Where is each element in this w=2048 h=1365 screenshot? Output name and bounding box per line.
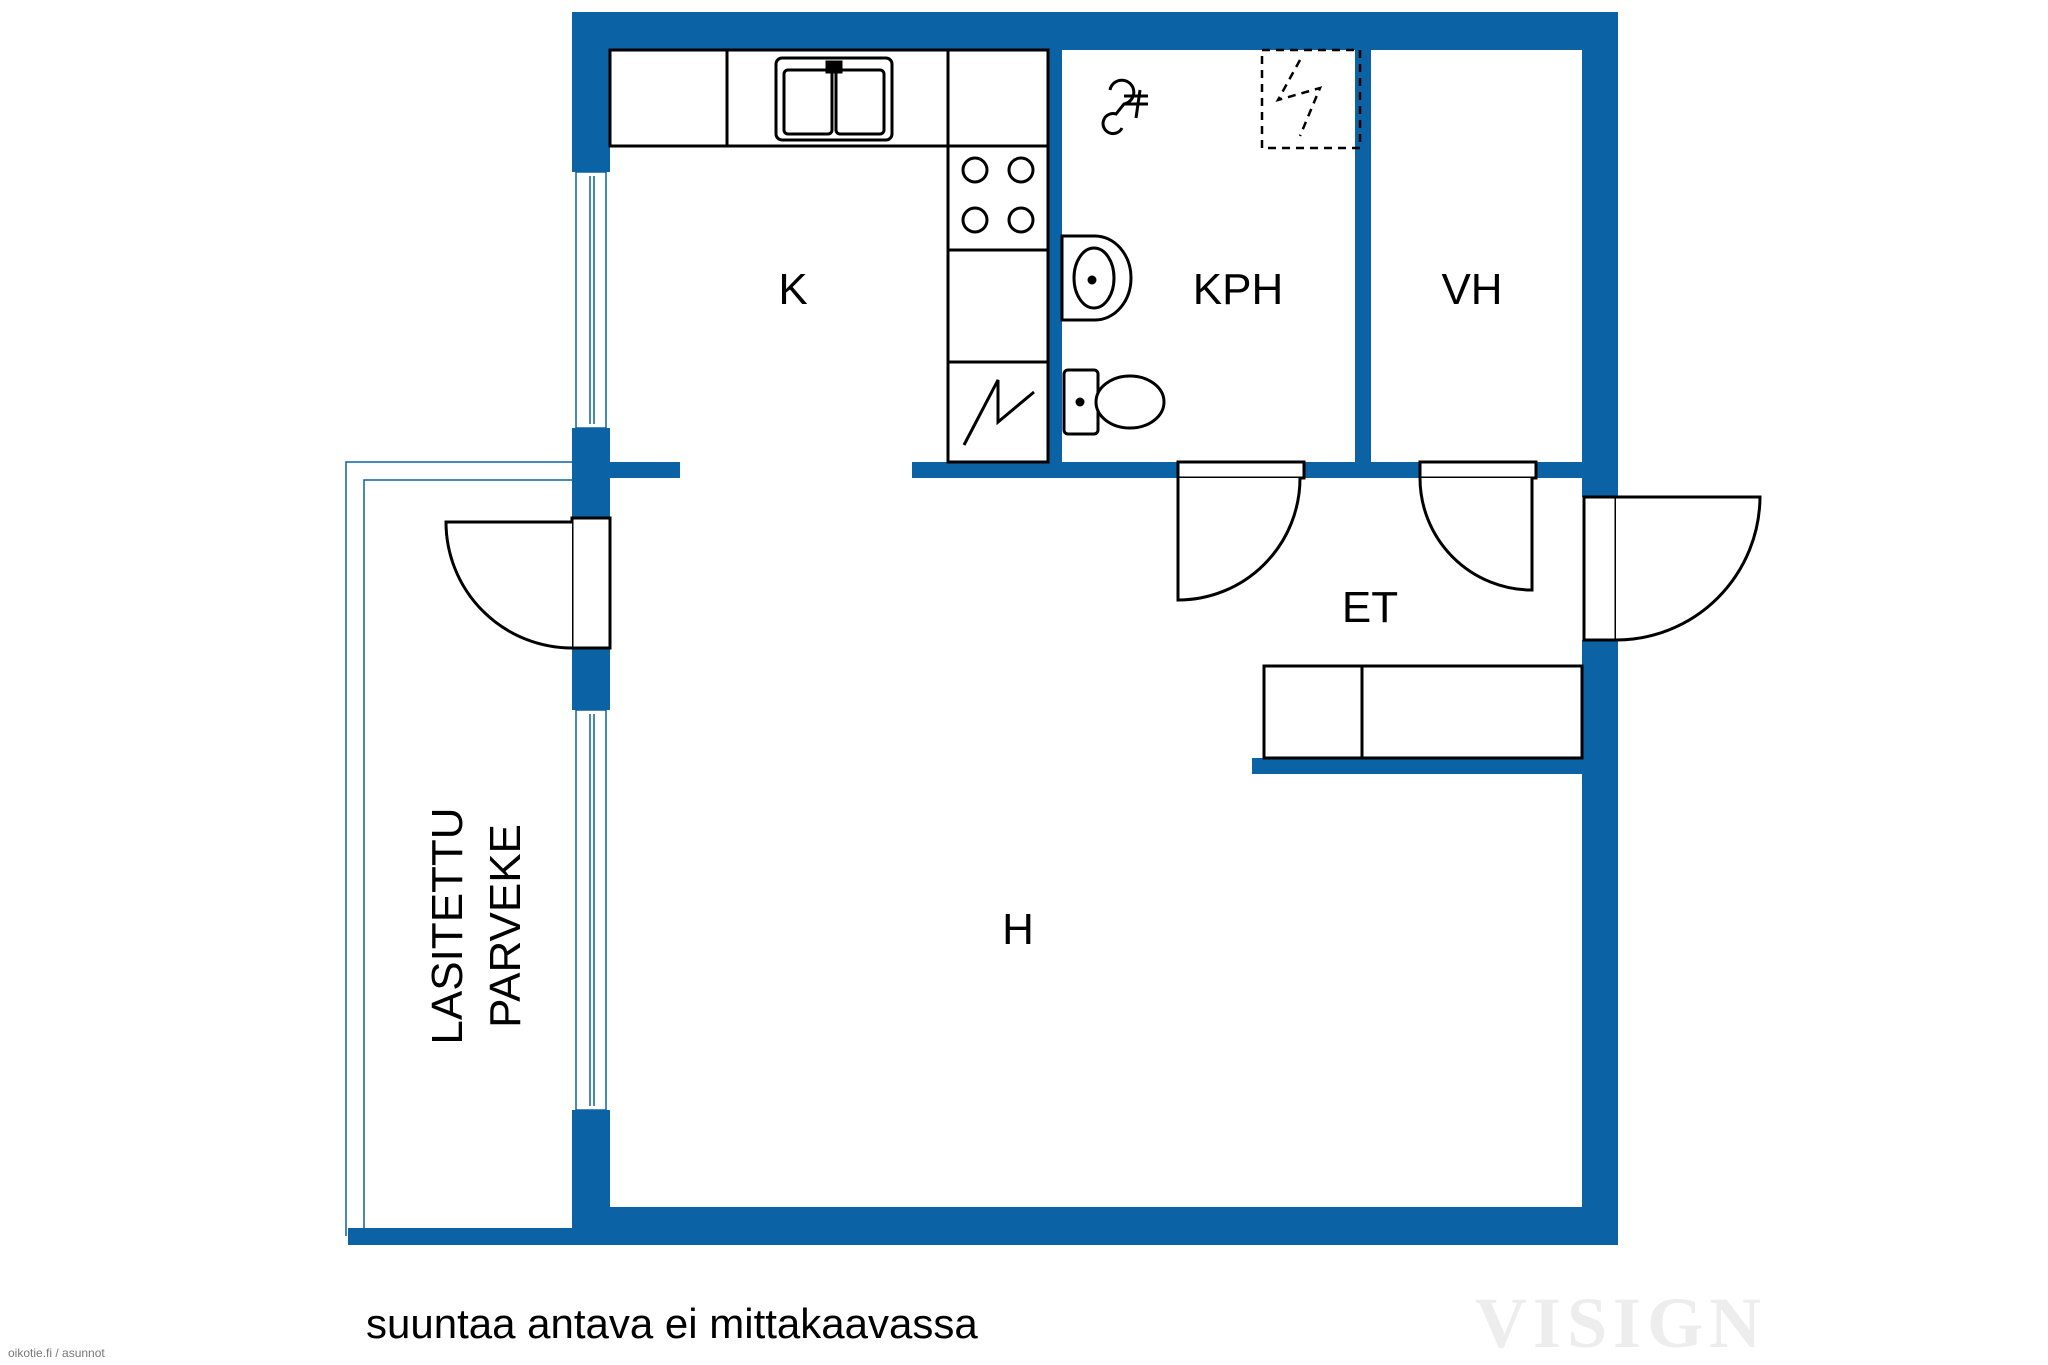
room-label-hall: ET bbox=[1342, 583, 1398, 632]
kitchen-sink bbox=[774, 56, 894, 142]
room-label-bathroom: KPH bbox=[1193, 265, 1283, 314]
hall-wardrobe bbox=[1262, 664, 1584, 760]
brand-watermark: VISIGN bbox=[1475, 1283, 1768, 1363]
room-label-balcony-line1: LASITETTU bbox=[423, 807, 472, 1044]
shower bbox=[1101, 78, 1148, 136]
windows bbox=[575, 171, 607, 1111]
walls bbox=[348, 12, 1618, 1245]
appliance-symbol bbox=[962, 379, 1035, 446]
toilet bbox=[1062, 368, 1166, 436]
floor-drain-zone bbox=[1260, 48, 1362, 150]
scale-note: suuntaa antava ei mittakaavassa bbox=[366, 1300, 978, 1347]
room-label-balcony-line2: PARVEKE bbox=[481, 824, 530, 1028]
balcony-outline bbox=[345, 461, 574, 1236]
site-credit: oikotie.fi / asunnot bbox=[8, 1346, 105, 1360]
washbasin bbox=[1060, 234, 1133, 322]
kitchen-counter bbox=[608, 48, 1050, 464]
doors bbox=[444, 460, 1762, 650]
room-label-living: H bbox=[1002, 905, 1034, 954]
stove bbox=[961, 156, 1035, 234]
room-label-closet: VH bbox=[1441, 265, 1502, 314]
room-label-kitchen: K bbox=[778, 265, 807, 314]
